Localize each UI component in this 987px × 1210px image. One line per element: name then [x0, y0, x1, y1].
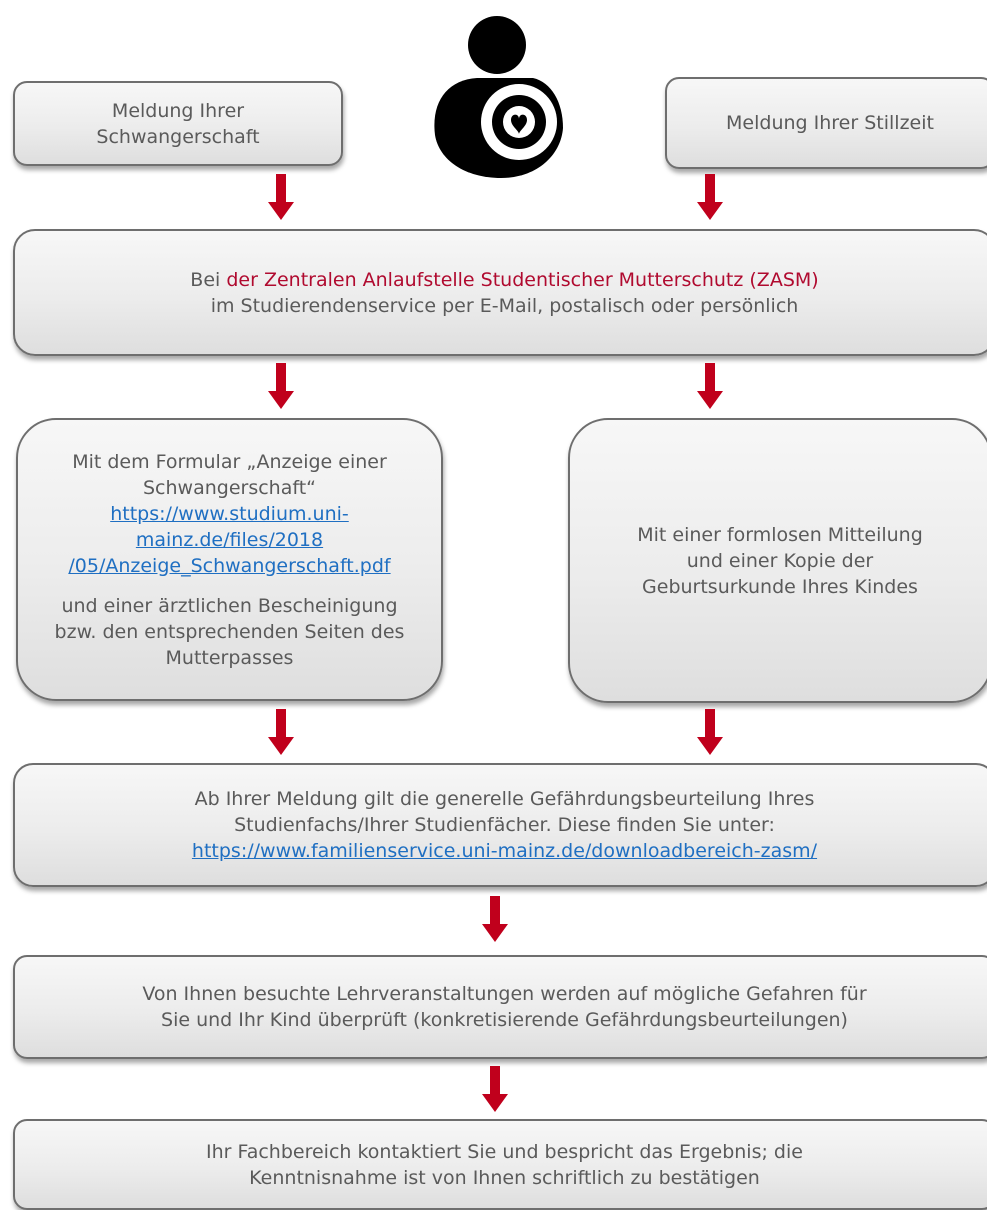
- zasm-contact-box: Bei der Zentralen Anlaufstelle Studentis…: [13, 229, 987, 356]
- arrow-down-icon: [697, 709, 723, 755]
- pregnancy-report-line: Schwangerschaft: [96, 125, 260, 148]
- zasm-line-2: im Studierendenservice per E-Mail, posta…: [210, 294, 799, 317]
- form-route-line: Mit dem Formular „Anzeige einer: [72, 450, 387, 473]
- arrow-down-icon: [268, 363, 294, 409]
- pregnancy-report-line: Meldung Ihrer: [111, 99, 245, 122]
- lactation-report-box: Meldung Ihrer Stillzeit: [665, 77, 987, 169]
- zasm-office-name: der Zentralen Anlaufstelle Studentischer…: [226, 268, 819, 291]
- form-pdf-link-line: https://www.studium.uni-: [110, 502, 349, 525]
- download-area-link[interactable]: https://www.familienservice.uni-mainz.de…: [191, 840, 818, 862]
- arrow-down-icon: [268, 174, 294, 220]
- arrow-down-icon: [482, 1066, 508, 1112]
- arrow-down-icon: [268, 709, 294, 755]
- informal-route-box: Mit einer formlosen Mitteilung und einer…: [568, 418, 987, 703]
- faculty-contact-line: Ihr Fachbereich kontaktiert Sie und besp…: [206, 1140, 803, 1163]
- arrow-down-icon: [482, 896, 508, 942]
- form-route-after-line: Mutterpasses: [165, 646, 294, 669]
- faculty-contact-box: Ihr Fachbereich kontaktiert Sie und besp…: [13, 1119, 987, 1210]
- arrow-down-icon: [697, 174, 723, 220]
- form-route-after-line: und einer ärztlichen Bescheinigung: [61, 594, 398, 617]
- mother-with-baby-icon: [434, 16, 563, 178]
- pregnancy-report-box: Meldung Ihrer Schwangerschaft: [13, 81, 343, 166]
- lactation-report-line: Meldung Ihrer Stillzeit: [726, 112, 934, 134]
- assessment-line: Studienfachs/Ihrer Studienfächer. Diese …: [234, 814, 775, 836]
- courses-check-box: Von Ihnen besuchte Lehrveranstaltungen w…: [13, 955, 987, 1059]
- general-assessment-box: Ab Ihrer Meldung gilt die generelle Gefä…: [13, 763, 987, 887]
- form-route-line: Schwangerschaft“: [142, 476, 316, 499]
- form-pdf-link[interactable]: https://www.studium.uni- mainz.de/files/…: [68, 501, 390, 579]
- informal-route-line: Mit einer formlosen Mitteilung: [637, 523, 923, 546]
- faculty-contact-line: Kenntnisnahme ist von Ihnen schriftlich …: [249, 1166, 760, 1189]
- zasm-line-1: Bei der Zentralen Anlaufstelle Studentis…: [190, 267, 818, 293]
- assessment-line: Ab Ihrer Meldung gilt die generelle Gefä…: [194, 788, 815, 810]
- arrow-down-icon: [697, 363, 723, 409]
- courses-check-line: Sie und Ihr Kind überprüft (konkretisier…: [161, 1009, 848, 1031]
- form-pdf-link-line: mainz.de/files/2018: [135, 528, 324, 551]
- informal-route-line: Geburtsurkunde Ihres Kindes: [642, 575, 918, 598]
- informal-route-line: und einer Kopie der: [686, 549, 874, 572]
- form-pdf-link-line: /05/Anzeige_Schwangerschaft.pdf: [68, 554, 391, 577]
- courses-check-line: Von Ihnen besuchte Lehrveranstaltungen w…: [142, 983, 867, 1005]
- form-route-after-line: bzw. den entsprechenden Seiten des: [54, 620, 405, 643]
- zasm-prefix: Bei: [190, 268, 227, 291]
- form-route-box: Mit dem Formular „Anzeige einer Schwange…: [16, 418, 443, 701]
